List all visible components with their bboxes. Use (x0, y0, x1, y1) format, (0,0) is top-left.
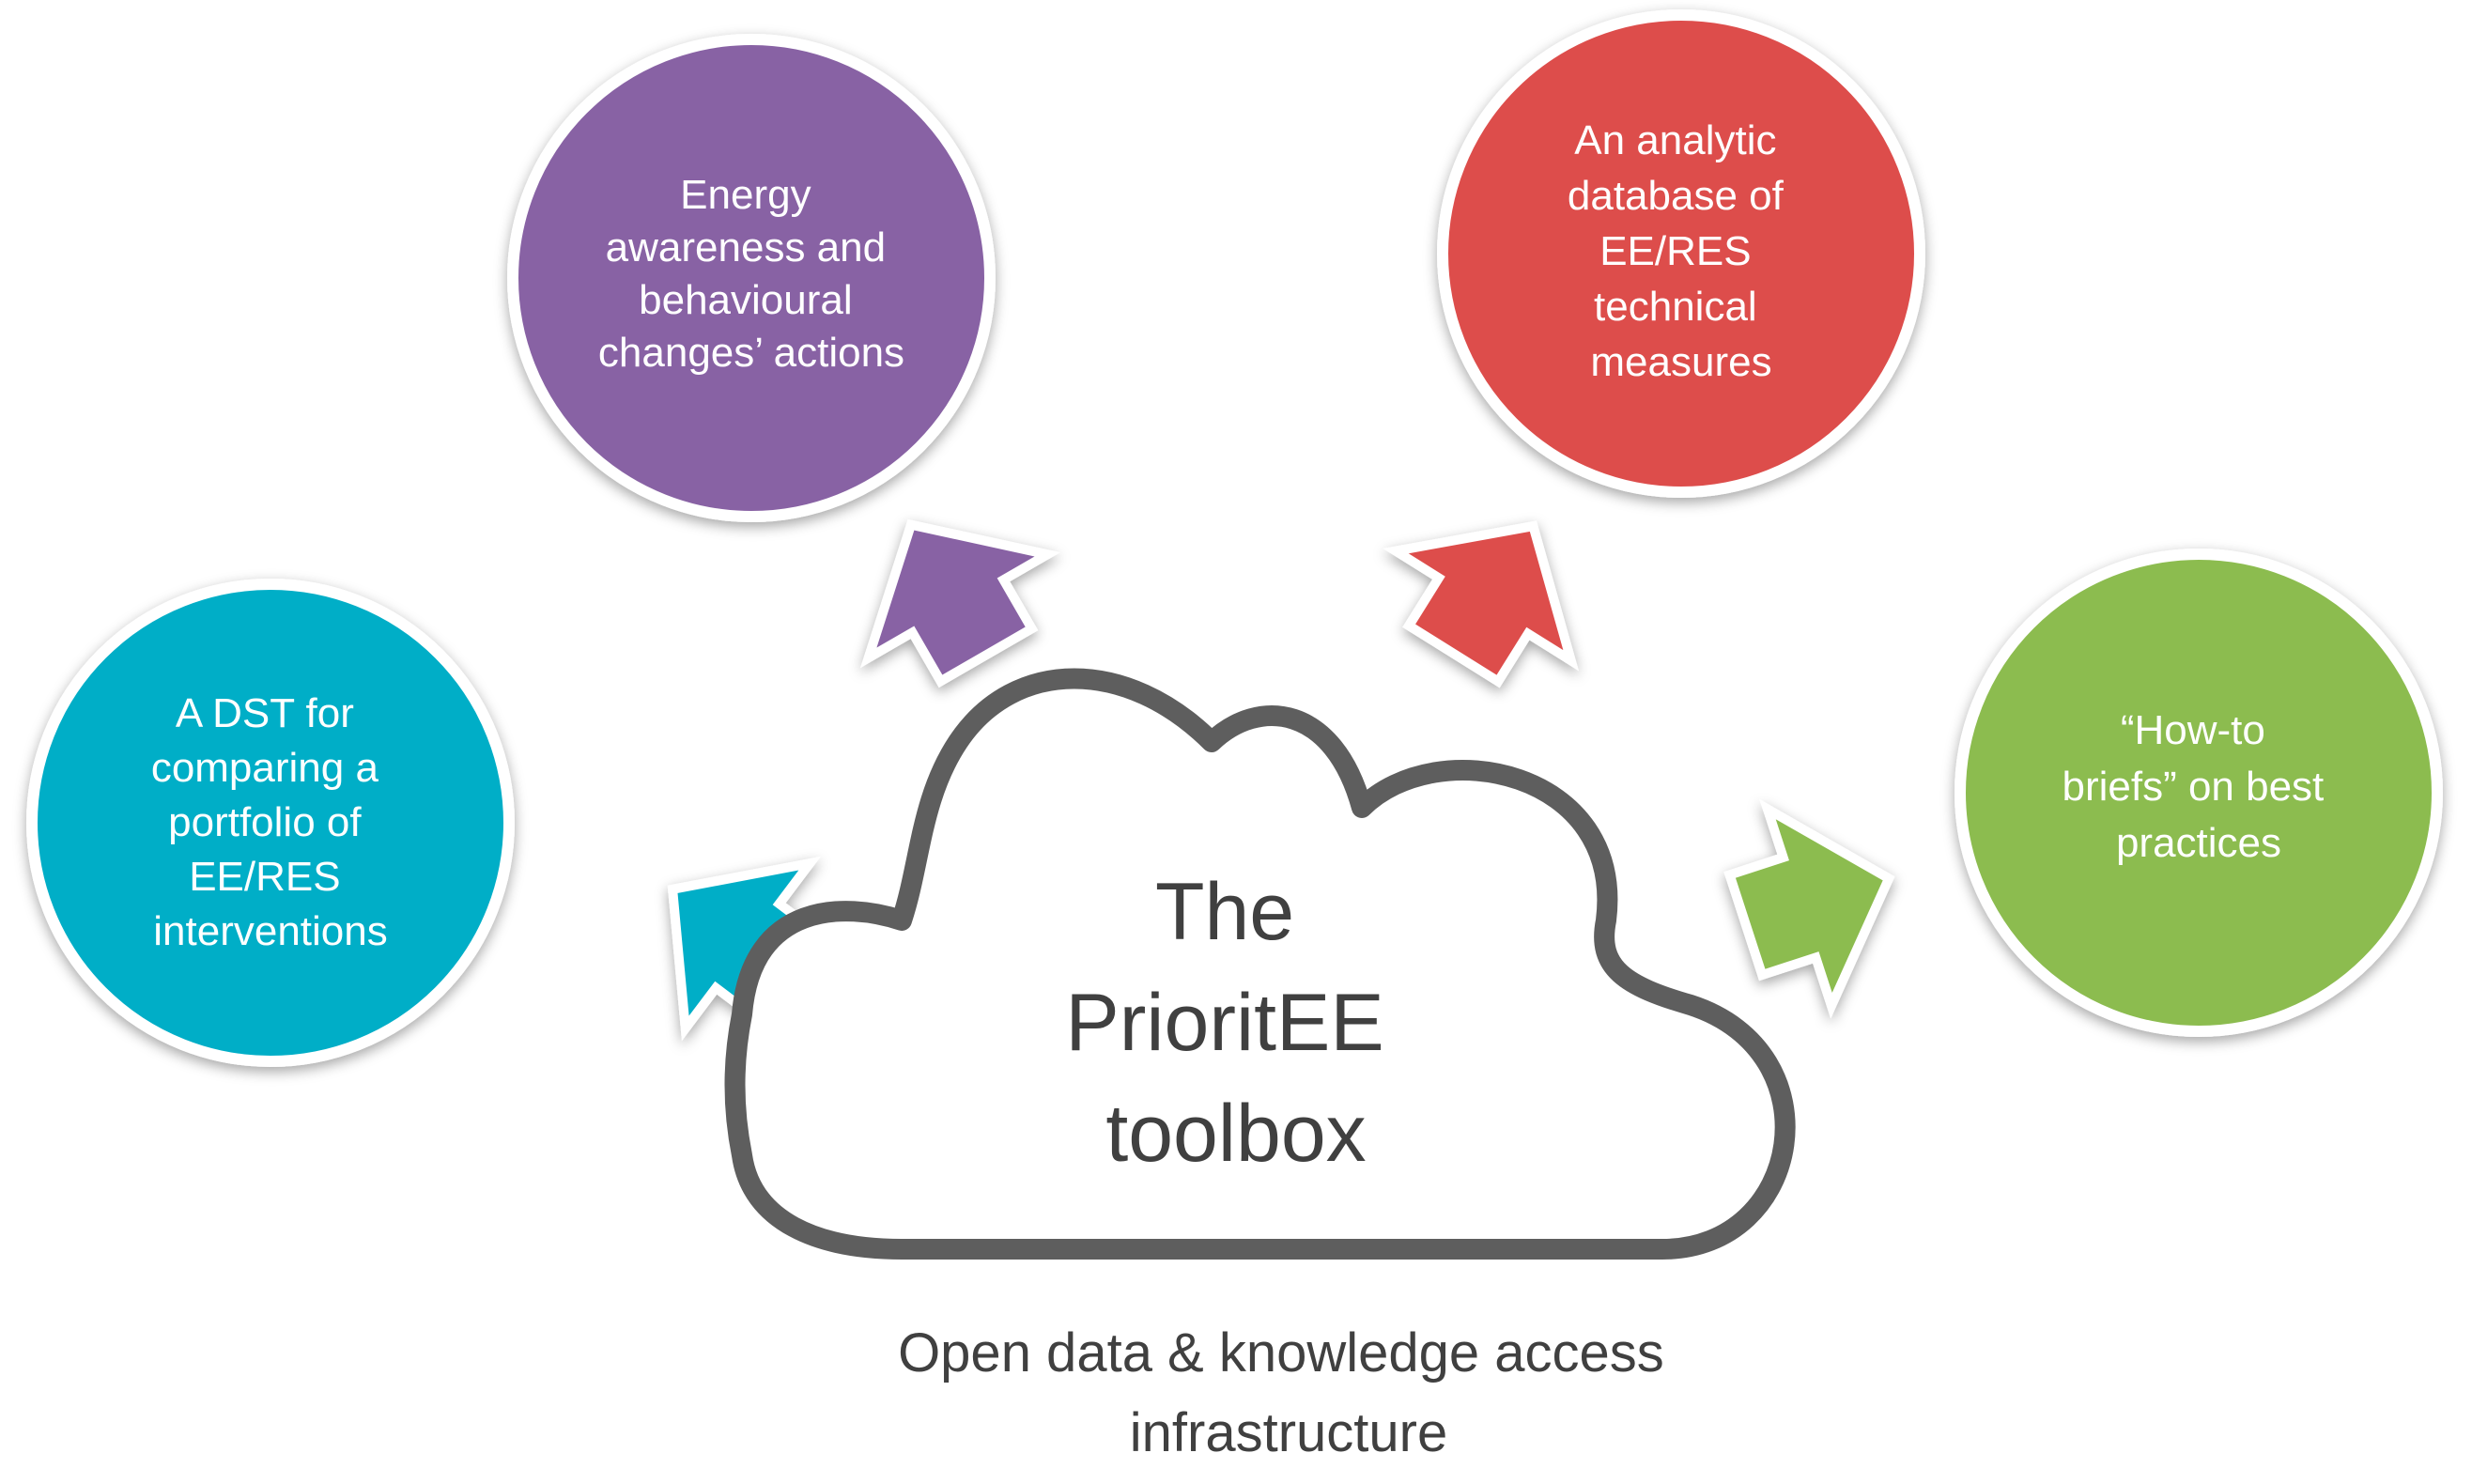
node-energy-awareness-label: Energy awareness and behavioural changes… (598, 172, 904, 376)
arrow-to-energy-awareness (860, 518, 1060, 688)
node-how-to-briefs: “How-to briefs” on best practices (1954, 549, 2443, 1037)
node-analytic-database: An analytic database of EE/RES technical… (1437, 9, 1925, 498)
node-how-to-briefs-label: “How-to briefs” on best practices (2062, 707, 2335, 866)
node-analytic-database-label: An analytic database of EE/RES technical… (1568, 117, 1795, 385)
arrow-to-analytic-database (1383, 520, 1580, 688)
node-dst-label: A DST for comparing a portfolio of EE/RE… (151, 690, 390, 954)
node-energy-awareness: Energy awareness and behavioural changes… (507, 34, 996, 522)
toolbox-title: The PrioritEE toolbox (1065, 867, 1406, 1179)
arrow-to-how-to-briefs (1723, 798, 1895, 1019)
node-dst: A DST for comparing a portfolio of EE/RE… (26, 579, 515, 1067)
infrastructure-caption: Open data & knowledge access infrastruct… (898, 1322, 1679, 1463)
cloud-toolbox: The PrioritEE toolbox (724, 668, 1796, 1260)
